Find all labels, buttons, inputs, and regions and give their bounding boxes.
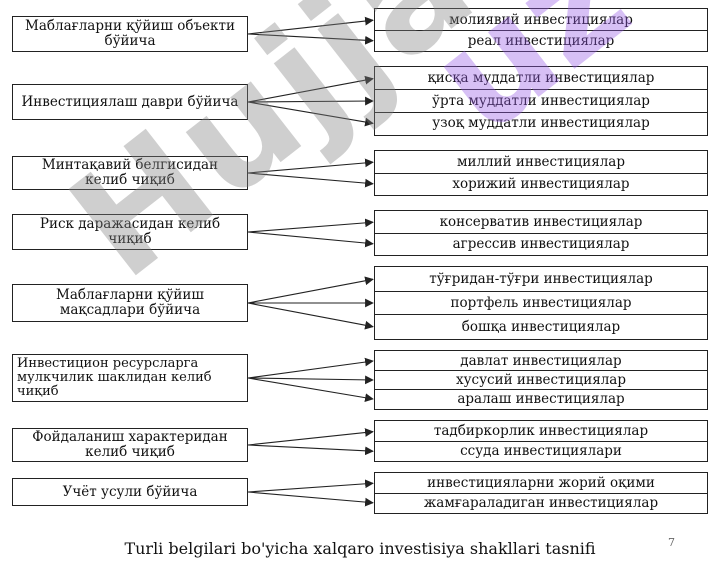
item-cell: қисқа муддатли инвестициялар — [427, 70, 655, 87]
item-cell: инвестицияларни жорий оқими — [427, 474, 655, 491]
connector-arrow — [247, 357, 374, 379]
connector-arrow — [247, 172, 374, 188]
item-cell: миллий инвестициялар — [456, 153, 625, 170]
category-label: Минтақавий белгисидан келиб чиқиб — [41, 157, 219, 188]
category-label: Маблағларни қўйиш мақсадлари бўйича — [56, 287, 204, 318]
category-items-group-4: консерватив инвестициялар агрессив инвест… — [374, 210, 708, 256]
connector-arrow — [247, 33, 374, 45]
item-cell: молиявий инвестициялар — [449, 11, 633, 28]
connector-arrow — [247, 16, 374, 35]
connector-arrow — [247, 75, 374, 103]
category-box-4: Риск даражасидан келиб чиқиб — [12, 214, 248, 250]
diagram-caption: Turli belgilari bo'yicha xalqaro investi… — [124, 539, 596, 558]
connector-arrow — [247, 444, 374, 456]
connector-arrow — [247, 276, 374, 304]
category-label: Учёт усули бўйича — [62, 483, 198, 500]
connector-arrow — [247, 491, 374, 507]
connector-arrow — [247, 479, 374, 493]
category-items-group-3: миллий инвестициялар хорижий инвестицияла… — [374, 150, 708, 196]
category-label: Инвестициялаш даври бўйича — [21, 93, 239, 110]
connector-arrow — [247, 158, 374, 174]
item-cell: хусусий инвестициялар — [375, 370, 707, 389]
category-box-5: Маблағларни қўйиш мақсадлари бўйича — [12, 284, 248, 322]
connector-arrow — [247, 302, 374, 330]
item-cell: тўғридан-тўғри инвестициялар — [429, 270, 653, 287]
category-label: Инвестицион ресурсларга мулкчилик шаклид… — [17, 356, 212, 399]
connector-arrow — [247, 428, 374, 446]
category-items-group-2: қисқа муддатли инвестициялар ўрта муддатл… — [374, 66, 708, 136]
item-cell: хорижий инвестициялар — [375, 172, 707, 195]
category-label: Фойдаланиш характеридан келиб чиқиб — [32, 429, 228, 460]
connector-arrow — [247, 96, 374, 106]
item-cell: агрессив инвестициялар — [375, 232, 707, 255]
item-cell: давлат инвестициялар — [460, 352, 622, 369]
item-cell: ўрта муддатли инвестициялар — [375, 89, 707, 111]
category-items-group-1: молиявий инвестициялар реал инвестициялар — [374, 8, 708, 52]
connector-arrow — [247, 375, 374, 385]
item-cell: жамғараладиган инвестициялар — [375, 492, 707, 513]
connector-arrow — [247, 101, 374, 127]
item-cell: консерватив инвестициялар — [439, 213, 643, 230]
category-label: Маблағларни қўйиш объекти бўйича — [25, 18, 235, 49]
connector-arrow — [247, 377, 374, 403]
item-cell: ссуда инвестициялари — [375, 441, 707, 460]
category-box-2: Инвестициялаш даври бўйича — [12, 84, 248, 120]
item-cell: тадбиркорлик инвестициялар — [433, 423, 649, 440]
item-cell: бошқа инвестициялар — [375, 314, 707, 338]
item-cell: аралаш инвестициялар — [375, 389, 707, 408]
item-cell: реал инвестициялар — [375, 30, 707, 50]
category-items-group-5: тўғридан-тўғри инвестициялар портфель инв… — [374, 266, 708, 340]
category-box-1: Маблағларни қўйиш объекти бўйича — [12, 16, 248, 52]
connector-arrow — [247, 231, 374, 248]
category-box-6: Инвестицион ресурсларга мулкчилик шаклид… — [12, 354, 248, 402]
category-label: Риск даражасидан келиб чиқиб — [39, 216, 221, 247]
item-cell: портфель инвестициялар — [375, 290, 707, 315]
item-cell: узоқ муддатли инвестициялар — [375, 111, 707, 134]
category-box-7: Фойдаланиш характеридан келиб чиқиб — [12, 428, 248, 462]
page-number: 7 — [668, 536, 675, 549]
category-box-3: Минтақавий белгисидан келиб чиқиб — [12, 156, 248, 190]
category-box-8: Учёт усули бўйича — [12, 478, 248, 506]
connector-arrow — [247, 218, 374, 233]
